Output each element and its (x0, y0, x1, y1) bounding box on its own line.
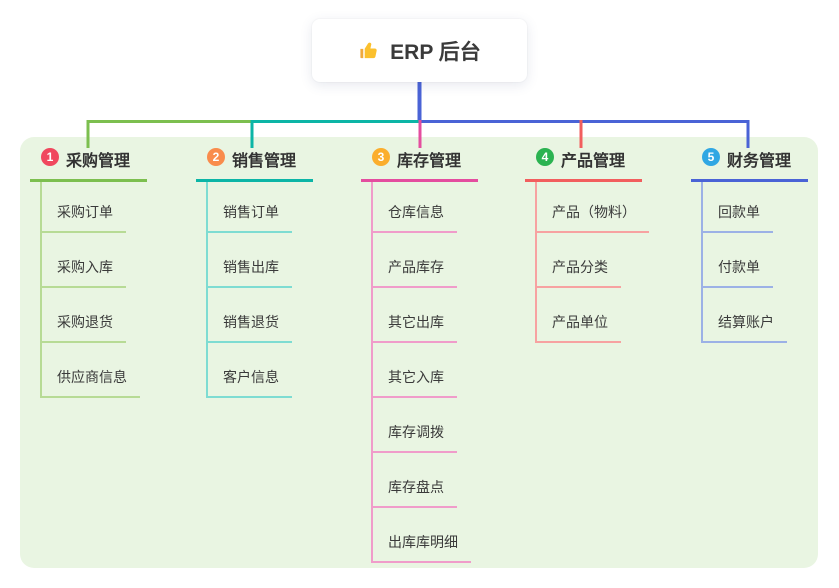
root-node-erp[interactable]: ERP 后台 (312, 19, 527, 82)
child-topic[interactable]: 销售退货 (208, 312, 292, 343)
branch-label: 销售管理 (232, 153, 297, 170)
branch-product: 4 产品管理 产品（物料） 产品分类产品单位 (525, 147, 649, 343)
child-topic[interactable]: 客户信息 (208, 367, 292, 398)
child-topic[interactable]: 回款单 (703, 202, 773, 233)
branch-label: 采购管理 (66, 153, 131, 170)
branch-label: 库存管理 (397, 153, 462, 170)
branch-topic-inventory[interactable]: 3 库存管理 (361, 147, 478, 182)
branch-topic-product[interactable]: 4 产品管理 (525, 147, 642, 182)
branch-children: 销售订单销售出库销售退货客户信息 (206, 182, 313, 398)
child-topic[interactable]: 出库库明细 (373, 532, 471, 563)
branch-purchase: 1 采购管理 采购订单采购入库采购退货供应商信息 (30, 147, 147, 398)
child-topic-row: 库存调拨 (373, 398, 478, 453)
child-topic-row: 采购入库 (42, 233, 147, 288)
branch-children: 回款单付款单结算账户 (701, 182, 808, 343)
child-topic-row: 供应商信息 (42, 343, 147, 398)
child-topic[interactable]: 采购订单 (42, 202, 126, 233)
child-topic[interactable]: 仓库信息 (373, 202, 457, 233)
branch-number-badge: 4 (536, 148, 554, 166)
child-topic-row: 产品分类 (537, 233, 649, 288)
child-topic-row: 销售订单 (208, 182, 313, 233)
child-topic[interactable]: 付款单 (703, 257, 773, 288)
child-topic[interactable]: 结算账户 (703, 312, 787, 343)
child-topic[interactable]: 供应商信息 (42, 367, 140, 398)
branch-sales: 2 销售管理 销售订单销售出库销售退货客户信息 (196, 147, 313, 398)
branch-number-badge: 1 (41, 148, 59, 166)
child-topic-row: 付款单 (703, 233, 808, 288)
child-topic[interactable]: 产品（物料） (537, 202, 649, 233)
child-topic[interactable]: 库存调拨 (373, 422, 457, 453)
child-topic-row: 库存盘点 (373, 453, 478, 508)
thumbs-up-icon (358, 39, 381, 62)
child-topic-row: 出库库明细 (373, 508, 478, 563)
branch-topic-sales[interactable]: 2 销售管理 (196, 147, 313, 182)
child-topic-row: 销售出库 (208, 233, 313, 288)
branch-topic-finance[interactable]: 5 财务管理 (691, 147, 808, 182)
child-topic-row: 回款单 (703, 182, 808, 233)
child-topic[interactable]: 库存盘点 (373, 477, 457, 508)
branch-number-badge: 5 (702, 148, 720, 166)
child-topic-row: 产品（物料） (537, 182, 649, 233)
child-topic[interactable]: 产品分类 (537, 257, 621, 288)
branch-number-badge: 2 (207, 148, 225, 166)
branch-inventory: 3 库存管理 仓库信息产品库存其它出库其它入库库存调拨库存盘点出库库明细 (361, 147, 478, 563)
child-topic-row: 仓库信息 (373, 182, 478, 233)
child-topic-row: 其它出库 (373, 288, 478, 343)
branch-number-badge: 3 (372, 148, 390, 166)
child-topic[interactable]: 销售出库 (208, 257, 292, 288)
child-topic[interactable]: 其它出库 (373, 312, 457, 343)
child-topic-row: 其它入库 (373, 343, 478, 398)
child-topic[interactable]: 产品单位 (537, 312, 621, 343)
child-topic[interactable]: 销售订单 (208, 202, 292, 233)
root-node-label: ERP 后台 (390, 40, 481, 64)
child-topic-row: 销售退货 (208, 288, 313, 343)
child-topic[interactable]: 采购入库 (42, 257, 126, 288)
branch-label: 财务管理 (727, 153, 792, 170)
mindmap-panel (20, 137, 818, 568)
child-topic[interactable]: 采购退货 (42, 312, 126, 343)
branch-children: 仓库信息产品库存其它出库其它入库库存调拨库存盘点出库库明细 (371, 182, 478, 563)
child-topic-row: 客户信息 (208, 343, 313, 398)
branch-children: 产品（物料） 产品分类产品单位 (535, 182, 649, 343)
child-topic[interactable]: 其它入库 (373, 367, 457, 398)
branch-finance: 5 财务管理 回款单付款单结算账户 (691, 147, 808, 343)
child-topic-row: 采购订单 (42, 182, 147, 233)
branch-children: 采购订单采购入库采购退货供应商信息 (40, 182, 147, 398)
branch-label: 产品管理 (561, 153, 626, 170)
branch-topic-purchase[interactable]: 1 采购管理 (30, 147, 147, 182)
child-topic-row: 采购退货 (42, 288, 147, 343)
child-topic-row: 产品库存 (373, 233, 478, 288)
child-topic-row: 结算账户 (703, 288, 808, 343)
child-topic-row: 产品单位 (537, 288, 649, 343)
child-topic[interactable]: 产品库存 (373, 257, 457, 288)
